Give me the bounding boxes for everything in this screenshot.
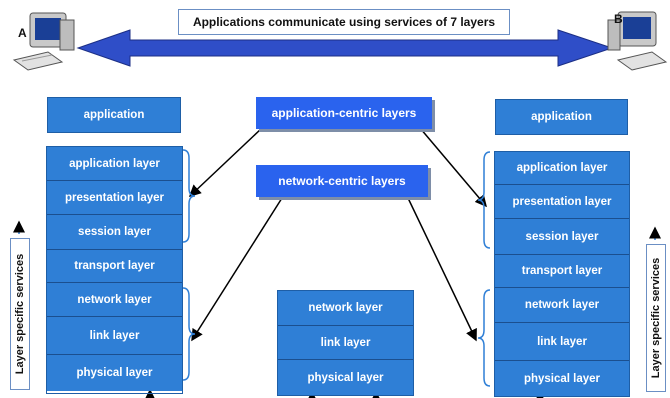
right-link-layer: link layer (495, 323, 629, 361)
computer-icon-b (604, 8, 670, 74)
brace-right-lower (477, 289, 491, 387)
pointer-netcentric-left (191, 197, 283, 342)
right-application-layer: application layer (495, 152, 629, 185)
brace-left-lower (182, 287, 196, 381)
pointer-appcentric-right (419, 127, 487, 208)
right-session-layer: session layer (495, 219, 629, 255)
middle-network-layer: network layer (278, 291, 413, 326)
side-label-right: Layer specific services (646, 244, 666, 392)
left-application-box: application (47, 97, 181, 133)
right-presentation-layer: presentation layer (495, 185, 629, 219)
left-link-layer: link layer (47, 317, 182, 355)
left-application-layer: application layer (47, 147, 182, 181)
left-physical-layer: physical layer (47, 355, 182, 391)
brace-right-upper (477, 151, 491, 249)
left-layer-stack: application layer presentation layer ses… (46, 146, 183, 394)
right-transport-layer: transport layer (495, 255, 629, 288)
middle-link-layer: link layer (278, 326, 413, 360)
right-physical-layer: physical layer (495, 361, 629, 396)
diagram-title: Applications communicate using services … (178, 9, 510, 35)
pointer-appcentric-left (188, 127, 263, 198)
left-presentation-layer: presentation layer (47, 181, 182, 215)
left-session-layer: session layer (47, 215, 182, 250)
left-network-layer: network layer (47, 283, 182, 317)
computer-icon-a (8, 10, 78, 72)
right-application-box: application (495, 99, 628, 135)
host-b-label: B (614, 12, 623, 26)
side-label-right-text: Layer specific services (650, 257, 663, 379)
right-layer-stack: application layer presentation layer ses… (494, 151, 630, 397)
side-label-left: Layer specific services (10, 238, 30, 390)
middle-layer-stack: network layer link layer physical layer (277, 290, 414, 396)
left-transport-layer: transport layer (47, 250, 182, 283)
application-centric-box: application-centric layers (256, 97, 432, 129)
right-network-layer: network layer (495, 288, 629, 323)
side-label-left-text: Layer specific services (14, 253, 27, 375)
host-a-label: A (18, 26, 27, 40)
brace-left-upper (182, 149, 196, 243)
middle-physical-layer: physical layer (278, 360, 413, 395)
pointer-netcentric-right (407, 197, 477, 342)
communication-arrow (76, 29, 614, 67)
network-centric-box: network-centric layers (256, 165, 428, 197)
